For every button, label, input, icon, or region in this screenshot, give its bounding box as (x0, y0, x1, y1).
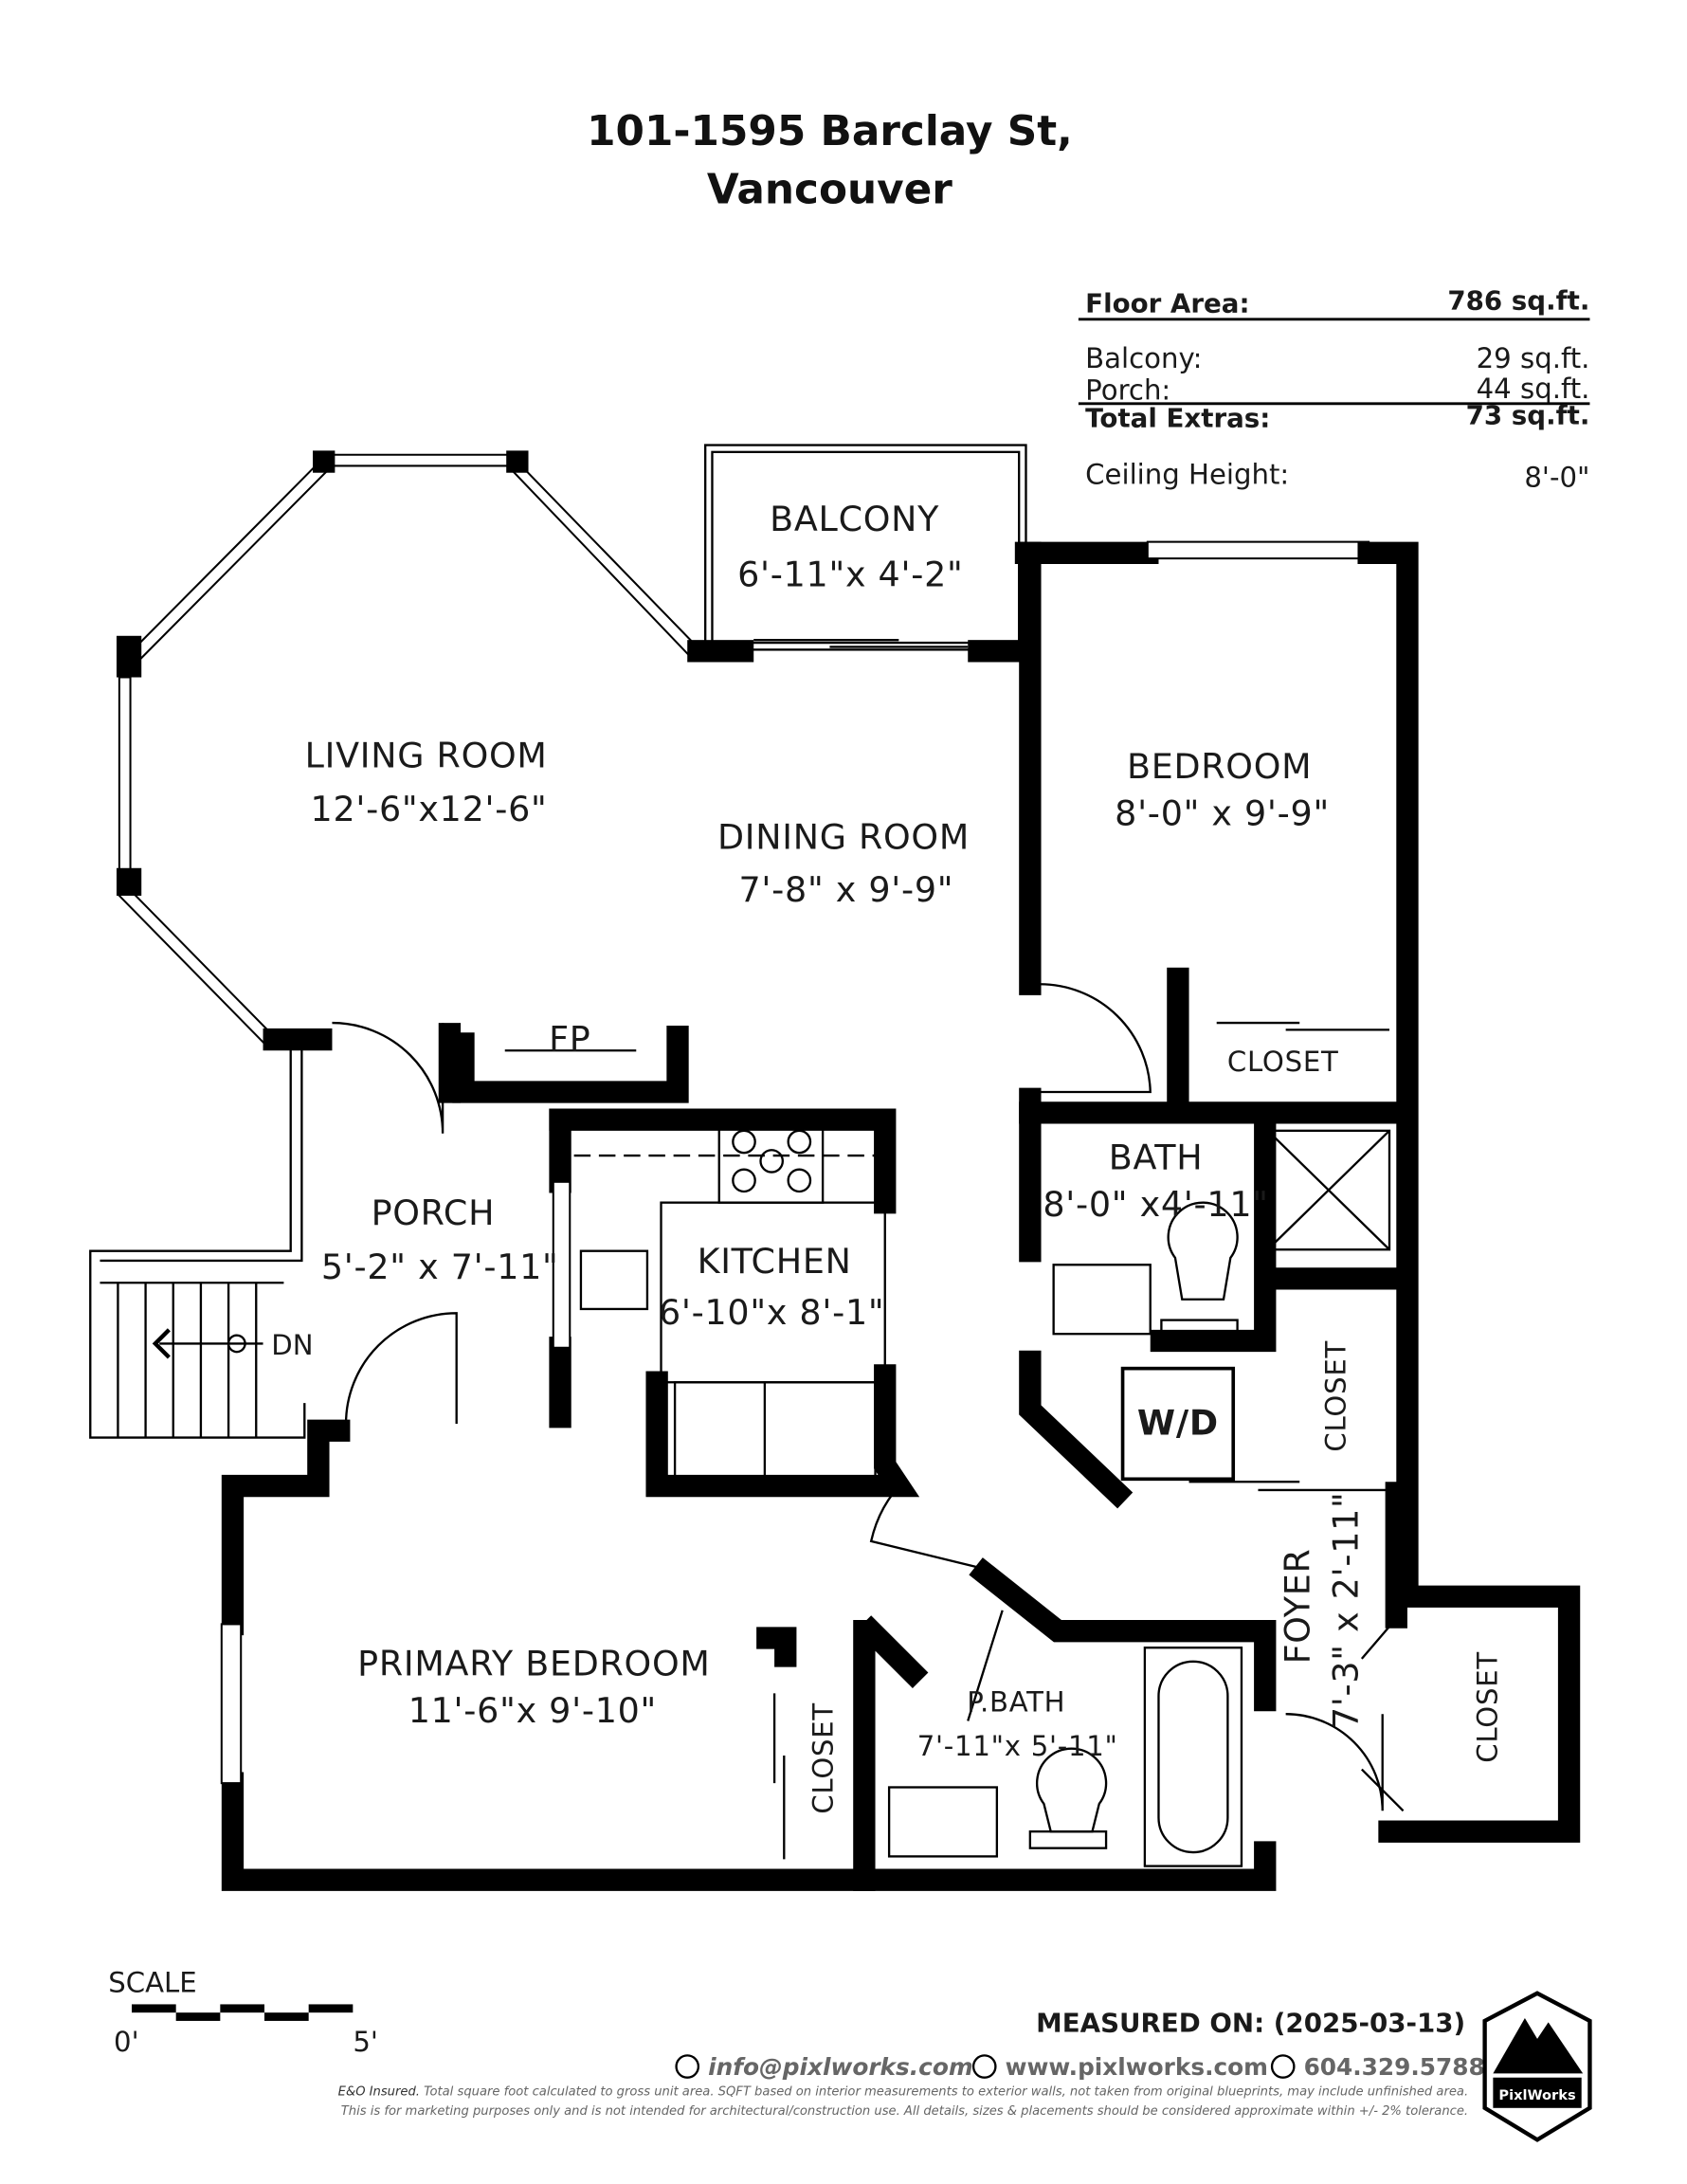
measured-on: MEASURED ON: (2025-03-13) (1036, 2008, 1465, 2039)
phone-number[interactable]: 604.329.5788 (1304, 2053, 1485, 2081)
scale-start: 0' (114, 2026, 139, 2058)
bedroom-dims: 8'-0" x 9'-9" (1115, 793, 1330, 834)
scale-end: 5' (353, 2026, 378, 2058)
globe-icon (971, 2054, 997, 2079)
pixlworks-logo: PixlWorks (1482, 1991, 1592, 2142)
porch-label: PORCH (372, 1192, 496, 1233)
primary-bedroom-dims: 11'-6"x 9'-10" (408, 1690, 657, 1731)
email-link[interactable]: info@pixlworks.com (708, 2053, 973, 2081)
balcony-dims: 6'-11"x 4'-2" (737, 554, 963, 594)
porch-area-label: Porch: (1085, 373, 1170, 406)
fixtures (504, 1049, 1391, 1867)
balcony-area-value: 29 sq.ft. (1477, 342, 1590, 374)
dining-room-label: DINING ROOM (717, 816, 970, 857)
scale-bar: SCALE 0' 5' (108, 1966, 378, 2058)
floor-area-value: 786 sq.ft. (1447, 285, 1589, 317)
phone-icon (1270, 2054, 1296, 2079)
balcony-area-label: Balcony: (1085, 342, 1202, 374)
balcony-label: BALCONY (770, 499, 939, 539)
stairs-down-label: DN (271, 1329, 313, 1361)
foyer-label: FOYER (1277, 1549, 1317, 1665)
address-line-1: 101-1595 Barclay St, (587, 107, 1073, 155)
area-table: Floor Area: 786 sq.ft. Balcony: 29 sq.ft… (1078, 285, 1590, 493)
svg-text:E&O Insured. Total square foot: E&O Insured. Total square foot calculate… (338, 2085, 1468, 2100)
living-room-dims: 12'-6"x12'-6" (311, 789, 548, 829)
foyer-dims: 7'-3" x 2'-11" (1325, 1491, 1366, 1729)
disclaimer-line-2: This is for marketing purposes only and … (341, 2104, 1468, 2119)
stairs: DN (89, 1029, 314, 1439)
pbath-label: P.BATH (967, 1685, 1065, 1718)
laundry-closet-label: CLOSET (1319, 1340, 1351, 1452)
fireplace-label: FP (549, 1018, 590, 1059)
kitchen-label: KITCHEN (698, 1241, 852, 1282)
pbath-dims: 7'-11"x 5'-11" (917, 1730, 1118, 1762)
scale-label: SCALE (108, 1966, 196, 1998)
dining-room-dims: 7'-8" x 9'-9" (739, 869, 954, 910)
bath-label: BATH (1109, 1138, 1204, 1178)
contact-line: info@pixlworks.com www.pixlworks.com 604… (675, 2053, 1485, 2081)
foyer-closet-label: CLOSET (1472, 1651, 1504, 1763)
primary-bedroom-label: PRIMARY BEDROOM (357, 1643, 710, 1684)
total-extras-value: 73 sq.ft. (1466, 400, 1590, 431)
total-extras-label: Total Extras: (1085, 403, 1270, 434)
primary-closet-label: CLOSET (807, 1702, 839, 1814)
disclaimer-line-1: Total square foot calculated to gross un… (424, 2085, 1468, 2100)
walls (221, 540, 1581, 1891)
disclaimer-lead: E&O Insured. (338, 2085, 420, 2100)
balcony-outline (704, 444, 1027, 651)
kitchen-dims: 6'-10"x 8'-1" (659, 1292, 884, 1333)
ceiling-height-label: Ceiling Height: (1085, 458, 1289, 490)
living-room-label: LIVING ROOM (305, 735, 548, 775)
doors (332, 983, 1405, 1860)
ceiling-height-value: 8'-0" (1524, 461, 1589, 493)
bath-dims: 8'-0" x4'-11" (1043, 1184, 1268, 1225)
bedroom-closet-label: CLOSET (1227, 1046, 1339, 1078)
floor-area-label: Floor Area: (1085, 288, 1249, 319)
washer-dryer-label: W/D (1137, 1403, 1219, 1444)
logo-text: PixlWorks (1498, 2087, 1575, 2103)
website-link[interactable]: www.pixlworks.com (1006, 2053, 1268, 2081)
bedroom-label: BEDROOM (1127, 746, 1312, 787)
porch-area-value: 44 sq.ft. (1477, 373, 1590, 405)
address-line-2: Vancouver (707, 165, 952, 213)
porch-dims: 5'-2" x 7'-11" (321, 1247, 559, 1287)
email-icon (675, 2054, 700, 2079)
